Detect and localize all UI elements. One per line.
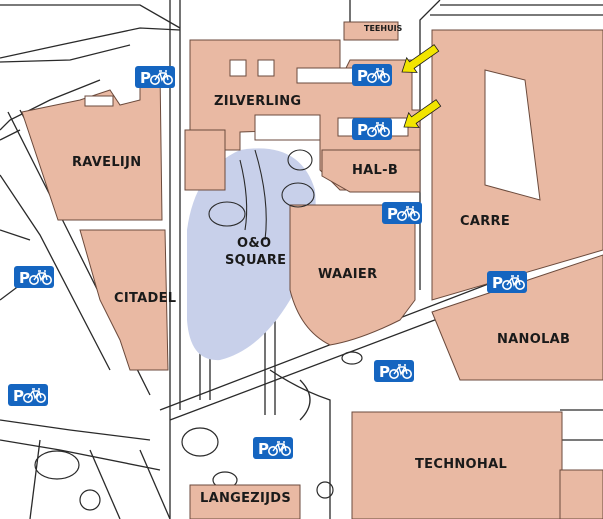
bike-parking-zilverling-south[interactable]: P [352, 118, 392, 140]
label-waaier: WAAIER [318, 267, 377, 282]
parking-letter: P [13, 387, 24, 405]
bike-parking-zilverling-north[interactable]: P [352, 64, 392, 86]
arrow-icon [403, 99, 442, 128]
parking-letter: P [140, 69, 151, 87]
label-hal-b: HAL-B [352, 163, 398, 178]
buildings [21, 21, 603, 519]
bike-parking-waaier-south[interactable]: P [374, 360, 414, 382]
bike-parking-citadel-west[interactable]: P [14, 266, 54, 288]
bike-parking-hal-b[interactable]: P [382, 202, 422, 224]
parking-letter: P [379, 363, 390, 381]
label-citadel: CITADEL [114, 291, 176, 306]
arrow-icon [401, 44, 440, 73]
label-langezijds: LANGEZIJDS [200, 491, 291, 506]
label-oo-square-2: SQUARE [225, 253, 286, 268]
parking-letter: P [492, 274, 503, 292]
bike-parking-ravelijn[interactable]: P [135, 66, 175, 88]
bike-parking-west[interactable]: P [8, 384, 48, 406]
building-labels: TEEHUIS ZILVERLING RAVELIJN HAL-B CARRE … [72, 24, 570, 506]
label-nanolab: NANOLAB [497, 332, 570, 347]
parking-letter: P [387, 205, 398, 223]
bike-parking-carre[interactable]: P [487, 271, 527, 293]
parking-letter: P [19, 269, 30, 287]
label-ravelijn: RAVELIJN [72, 155, 141, 170]
label-teehuis: TEEHUIS [364, 24, 403, 33]
label-technohal: TECHNOHAL [415, 457, 507, 472]
plaza-paths [208, 149, 315, 241]
bike-parking-langezijds[interactable]: P [253, 437, 293, 459]
oo-square-plaza [187, 148, 316, 361]
parking-letter: P [357, 67, 368, 85]
building-courtyards [84, 59, 541, 201]
parking-letter: P [258, 440, 269, 458]
parking-letter: P [357, 121, 368, 139]
label-oo-square-1: O&O [237, 236, 271, 251]
label-zilverling: ZILVERLING [214, 94, 301, 109]
label-carre: CARRE [460, 214, 510, 229]
